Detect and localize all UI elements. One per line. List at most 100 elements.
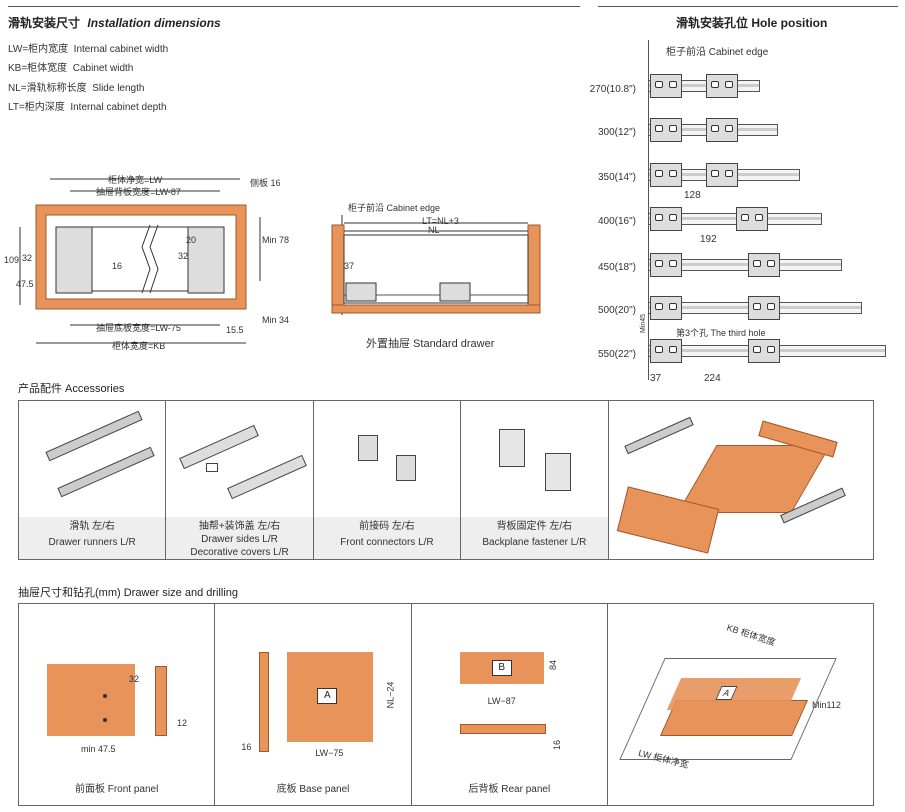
hole-192: 192 xyxy=(700,234,717,245)
cover-icon xyxy=(206,463,219,472)
hole-min45: Min45 xyxy=(640,313,648,334)
bracket xyxy=(650,118,682,142)
base-d16: 16 xyxy=(241,742,252,752)
base-caption: 底板 Base panel xyxy=(215,776,411,804)
iso-min: Min112 xyxy=(811,700,841,710)
side-lt: LT=NL+3 xyxy=(422,216,459,226)
connector-icon xyxy=(395,455,416,481)
front-min: min 47.5 xyxy=(81,744,116,754)
def-nl: NL=滑轨标称长度 Slide length xyxy=(8,83,145,94)
hole-edge-line xyxy=(648,40,649,380)
connector-icon xyxy=(357,435,378,461)
dim-32: 32 xyxy=(22,253,33,263)
dim-lw: 柜体净宽=LW xyxy=(108,175,163,185)
hole-third: 第3个孔 The third hole xyxy=(676,328,766,338)
side-diagram-svg xyxy=(331,215,541,315)
side-edge: 柜子前沿 Cabinet edge xyxy=(348,203,441,213)
dim-base-width: 抽屉底板宽度=LW-75 xyxy=(96,323,181,333)
rear-lw: LW−87 xyxy=(487,696,516,706)
dim-kb: 柜体宽度=KB xyxy=(112,341,166,351)
base-panel-shape: A xyxy=(287,652,374,742)
front-d12: 12 xyxy=(177,718,188,728)
top-rule-left xyxy=(8,6,580,7)
bracket xyxy=(650,253,682,277)
def-lw: LW=柜内宽度 Internal cabinet width xyxy=(8,44,169,55)
bracket xyxy=(748,253,780,277)
hole-128: 128 xyxy=(684,190,701,201)
dim-16: 16 xyxy=(112,261,123,271)
bracket xyxy=(706,163,738,187)
hole-title: 滑轨安装孔位 Hole position xyxy=(676,16,828,30)
hole-row-270: 270(10.8") xyxy=(589,84,636,95)
front-panel-shape xyxy=(47,664,135,736)
hole-row-500: 500(20") xyxy=(597,305,636,316)
iso-kb: KB 柜体宽度 xyxy=(725,622,777,648)
runner-icon xyxy=(45,410,143,462)
bracket xyxy=(748,339,780,363)
base-panel-label: A xyxy=(317,688,338,704)
rear-panel-edge xyxy=(459,724,546,734)
side-caption: 外置抽屉 Standard drawer xyxy=(366,338,495,350)
def-kb: KB=柜体宽度 Cabinet width xyxy=(8,63,134,74)
bracket xyxy=(650,296,682,320)
dim-min78: Min 78 xyxy=(262,235,290,245)
side-nl: NL xyxy=(428,225,440,235)
side-diagram: 柜子前沿 Cabinet edge LT=NL+3 NL 37 外置抽屉 Sta… xyxy=(328,195,548,355)
rear-panel-label: B xyxy=(491,660,512,676)
dim-109: 109 xyxy=(4,255,20,265)
hole-row-400: 400(16") xyxy=(597,216,636,227)
front-diagram-svg xyxy=(19,178,261,344)
dim-20: 20 xyxy=(186,235,197,245)
drawer-side-icon xyxy=(179,424,260,470)
base-panel-edge xyxy=(259,652,270,752)
top-rule-right xyxy=(598,6,898,7)
dim-32b: 32 xyxy=(178,251,189,261)
hole-row-350: 350(14") xyxy=(597,172,636,183)
drill-base: A NL−24 16 LW−75 底板 Base panel xyxy=(214,603,412,806)
base-nl: NL−24 xyxy=(385,681,396,709)
front-caption: 前面板 Front panel xyxy=(19,776,215,804)
drill-rear: B 84 LW−87 16 后背板 Rear panel xyxy=(410,603,608,806)
rear-d16: 16 xyxy=(551,739,562,751)
dim-side-board: 侧板 16 xyxy=(250,178,281,188)
bracket xyxy=(706,74,738,98)
bracket xyxy=(748,296,780,320)
front-d32: 32 xyxy=(129,674,140,684)
front-panel-edge xyxy=(155,666,167,736)
dim-min34: Min 34 xyxy=(262,315,290,325)
hole-37: 37 xyxy=(650,373,662,384)
bracket xyxy=(736,207,768,231)
hole-edge: 柜子前沿 Cabinet edge xyxy=(666,47,769,58)
accessories-title: 产品配件 Accessories xyxy=(18,383,125,395)
front-diagram: 柜体净宽=LW 抽屉背板宽度=LW-87 侧板 16 抽屉底板宽度=LW-75 … xyxy=(0,165,300,355)
drilling-title: 抽屉尺寸和钻孔(mm) Drawer size and drilling xyxy=(18,587,239,599)
dim-back-width: 抽屉背板宽度=LW-87 xyxy=(96,187,181,197)
hole-row-300: 300(12") xyxy=(597,127,636,138)
iso-drawer: A xyxy=(666,678,802,710)
install-title: 滑轨安装尺寸 Installation dimensions xyxy=(8,16,221,30)
rear-panel-shape: B xyxy=(459,652,544,684)
bracket xyxy=(650,339,682,363)
dim-47: 47.5 xyxy=(16,279,34,289)
rear-d84: 84 xyxy=(547,659,558,671)
bracket xyxy=(650,163,682,187)
runner-icon xyxy=(623,416,694,455)
base-lw: LW−75 xyxy=(315,748,344,758)
drill-hole-icon xyxy=(103,718,107,722)
drilling-table: 32 12 min 47.5 前面板 Front panel A NL−24 1… xyxy=(17,603,875,806)
dim-155: 15.5 xyxy=(226,325,244,335)
bracket xyxy=(650,74,682,98)
bracket xyxy=(706,118,738,142)
rail-400 xyxy=(648,213,822,225)
accessory-assembly xyxy=(607,400,875,560)
fastener-icon xyxy=(499,429,526,467)
rail-450 xyxy=(648,259,842,271)
drill-hole-icon xyxy=(103,694,107,698)
rear-caption: 后背板 Rear panel xyxy=(411,776,607,804)
hole-row-550: 550(22") xyxy=(597,349,636,360)
